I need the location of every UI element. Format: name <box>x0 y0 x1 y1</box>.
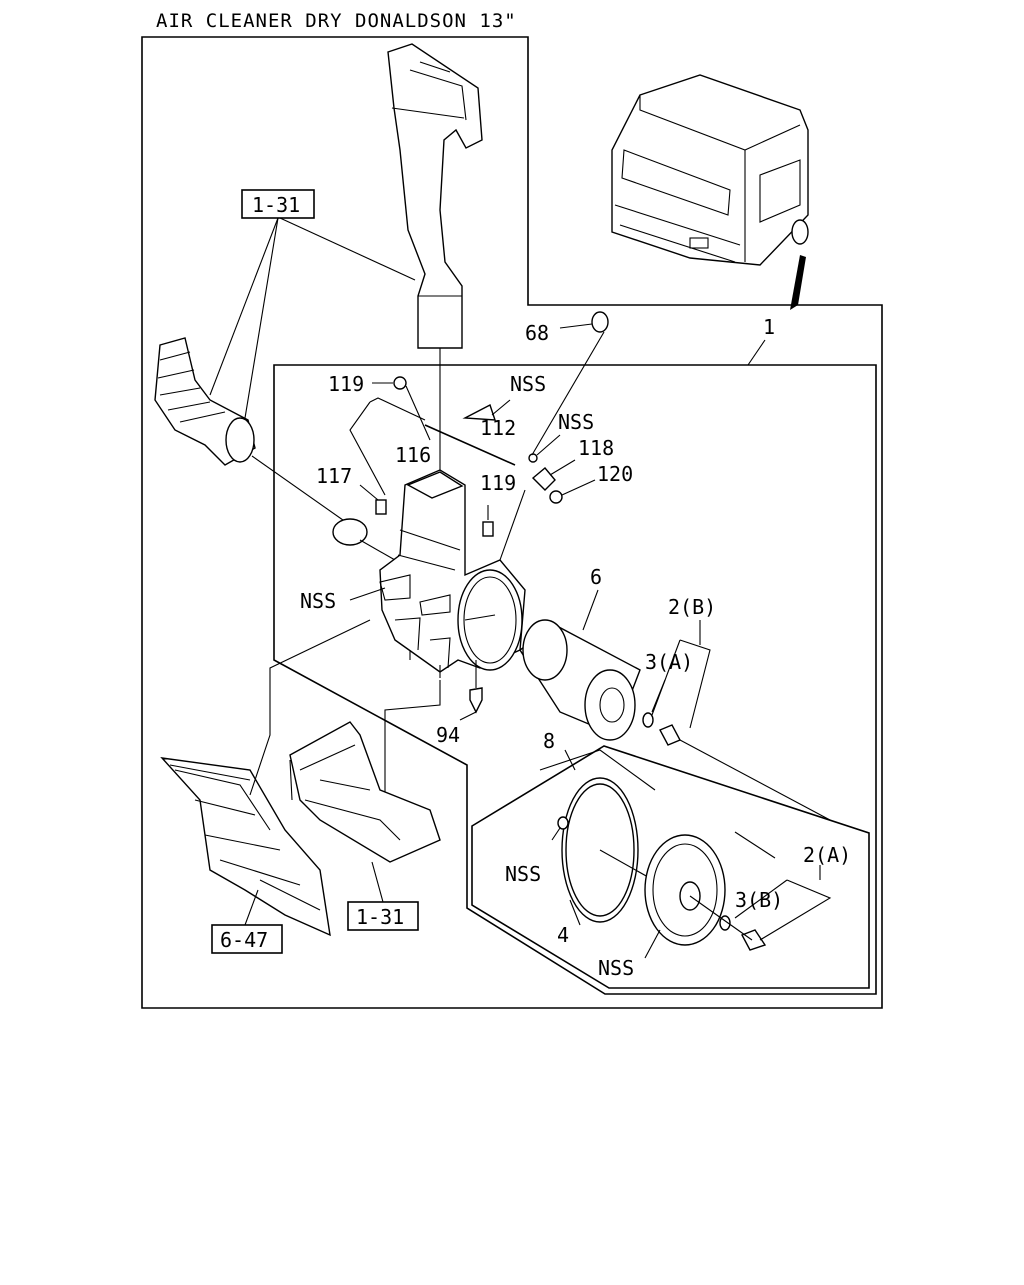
assembly-frame <box>273 364 877 995</box>
bolt-119-lower <box>482 521 494 537</box>
filter-element <box>519 589 641 741</box>
diagram-title: AIR CLEANER DRY DONALDSON 13" <box>156 10 517 32</box>
mounting-bracket <box>289 721 441 863</box>
callout-1: 1 <box>763 315 775 339</box>
callout-3b: 3(B) <box>735 888 783 912</box>
tube-116 <box>369 397 426 421</box>
truck-cab-illustration <box>611 74 809 310</box>
bolt-117 <box>375 499 387 515</box>
end-cover <box>644 834 726 959</box>
wing-nut-2a <box>741 929 767 951</box>
washer-nss <box>557 816 569 830</box>
ref-label-panel: 6-47 <box>220 928 268 952</box>
rod-112 <box>424 424 516 466</box>
cover-subassembly-frame <box>471 745 870 989</box>
callout-nss-cover: NSS <box>598 956 634 980</box>
nut-120 <box>549 490 563 504</box>
drain-valve-94 <box>469 687 483 714</box>
callout-2a: 2(A) <box>803 843 851 867</box>
callout-3a: 3(A) <box>645 650 693 674</box>
washer-3a <box>642 712 654 728</box>
outer-frame <box>141 36 883 1009</box>
ref-box-panel <box>211 924 283 954</box>
callout-nss-washer: NSS <box>505 862 541 886</box>
ref-label-intake: 1-31 <box>252 193 300 217</box>
ref-label-bracket: 1-31 <box>356 905 404 929</box>
callout-119-lower: 119 <box>480 471 516 495</box>
grommet-nss <box>528 453 538 463</box>
callout-68: 68 <box>525 321 549 345</box>
callout-112: 112 <box>480 416 516 440</box>
callout-nss-clip: NSS <box>510 372 546 396</box>
callout-117: 117 <box>316 464 352 488</box>
callout-119-top: 119 <box>328 372 364 396</box>
rain-cap <box>332 518 368 546</box>
air-cleaner-housing <box>379 469 526 678</box>
callout-120: 120 <box>597 462 633 486</box>
clip-nss <box>462 404 496 421</box>
callout-8: 8 <box>543 729 555 753</box>
indicator-68 <box>591 311 609 333</box>
callout-nss-grommet: NSS <box>558 410 594 434</box>
callout-nss-housing: NSS <box>300 589 336 613</box>
callout-94: 94 <box>436 723 460 747</box>
callout-2b: 2(B) <box>668 595 716 619</box>
callout-118: 118 <box>578 436 614 460</box>
clamp-118 <box>531 467 556 491</box>
intake-pipe <box>387 43 483 475</box>
side-panel <box>160 757 331 937</box>
callout-6: 6 <box>590 565 602 589</box>
callout-116: 116 <box>395 443 431 467</box>
bolt-119-top <box>393 376 407 390</box>
rubber-elbow-hose <box>154 337 351 526</box>
wing-nut-2b <box>659 724 681 746</box>
callout-4: 4 <box>557 923 569 947</box>
